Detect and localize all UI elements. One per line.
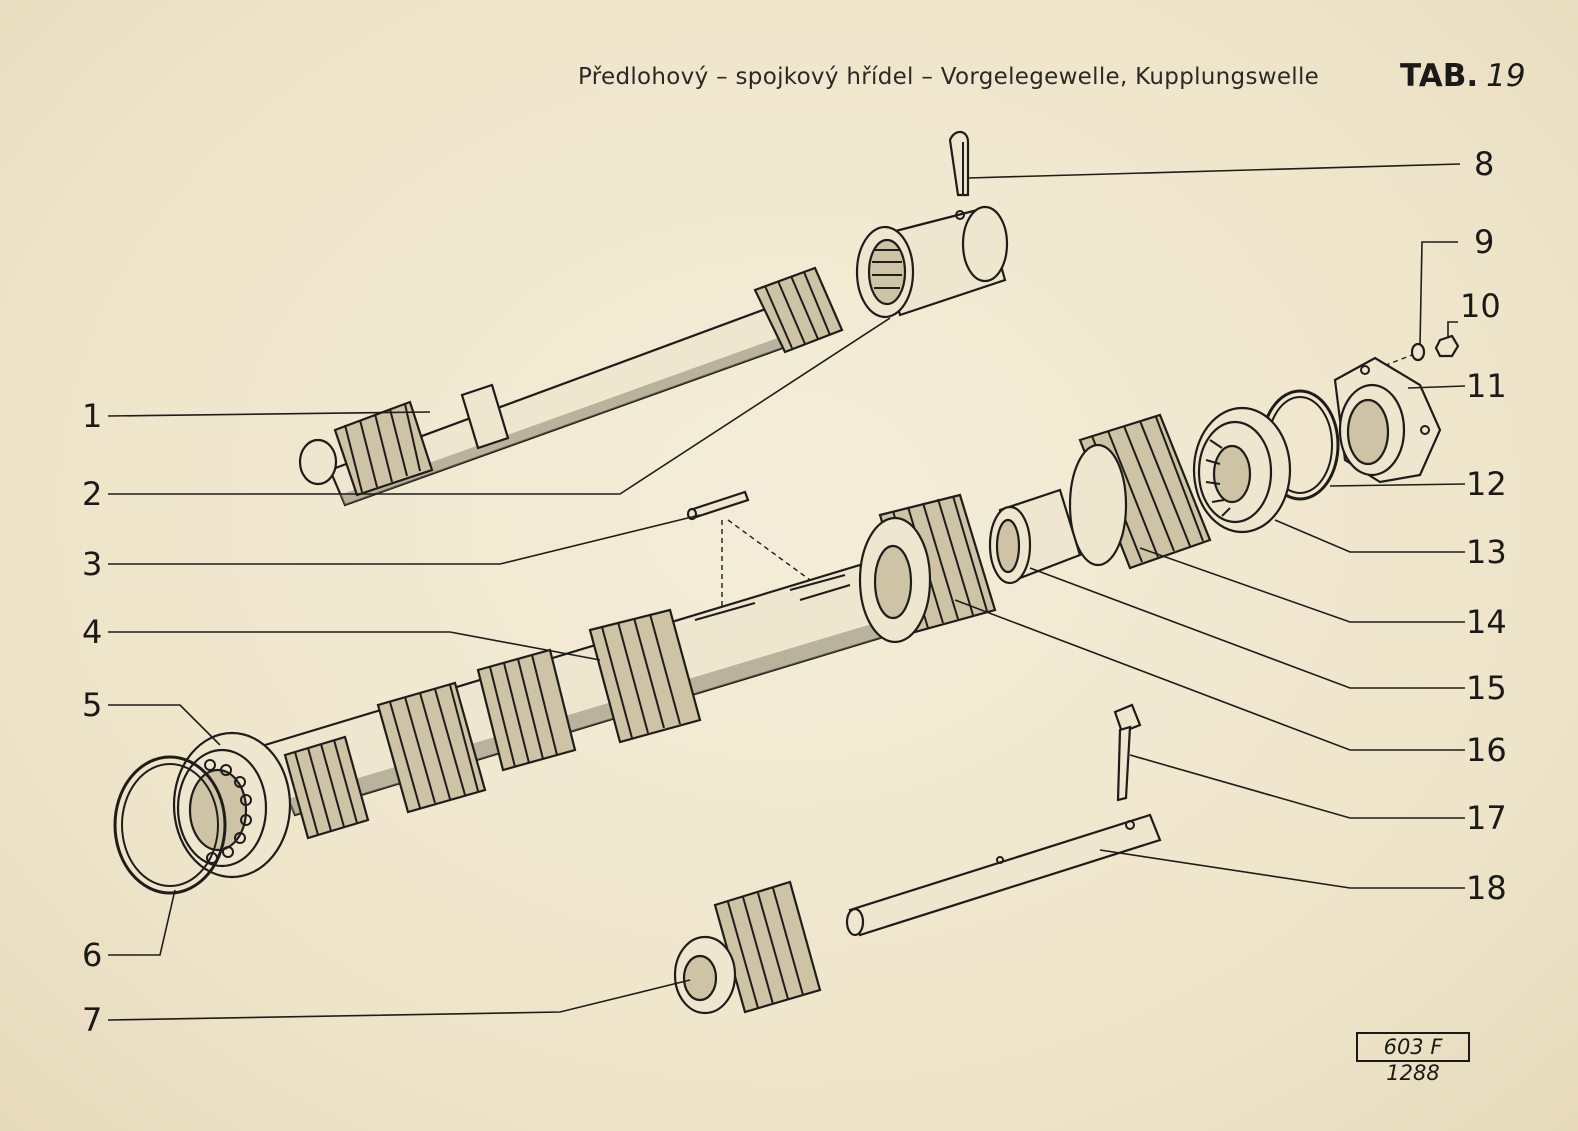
part-8-cotter-pin (948, 130, 970, 197)
leader-18 (1099, 849, 1465, 889)
leader-10 (1447, 321, 1458, 338)
callout-4: 4 (82, 613, 103, 651)
tab-number: 19 (1486, 58, 1526, 94)
page-title: Předlohový – spojkový hřídel – Vorgelege… (578, 64, 1320, 90)
leader-9 (1419, 241, 1458, 346)
leader-5 (108, 704, 221, 746)
callout-5: 5 (82, 686, 103, 724)
leader-15 (1029, 567, 1465, 689)
part-11-bearing-cover (1333, 356, 1442, 484)
leader-16 (954, 599, 1465, 751)
callout-8: 8 (1474, 145, 1495, 183)
drawing-reference-code: 603 F 1288 (1356, 1032, 1470, 1085)
part-1-clutch-shaft (298, 266, 844, 507)
callout-14: 14 (1466, 603, 1507, 641)
part-4-countershaft (263, 563, 892, 840)
leader-lines (107, 163, 1466, 1021)
callout-16: 16 (1466, 731, 1507, 769)
leader-1 (107, 411, 431, 417)
callout-17: 17 (1466, 799, 1507, 837)
callout-2: 2 (82, 475, 103, 513)
part-18-idler-shaft (845, 813, 1162, 937)
leader-6 (108, 889, 176, 956)
leader-17 (1129, 754, 1465, 819)
leader-14 (1139, 547, 1465, 623)
part-14-gear (1068, 413, 1212, 570)
callout-13: 13 (1466, 533, 1507, 571)
callout-6: 6 (82, 936, 103, 974)
leader-11 (1407, 385, 1466, 389)
part-10-nut (1434, 334, 1460, 358)
leader-8 (967, 163, 1461, 179)
callout-9: 9 (1474, 223, 1495, 261)
part-13-bearing (1192, 406, 1292, 534)
callout-12: 12 (1466, 465, 1507, 503)
part-9-washer (1410, 342, 1426, 362)
leader-3 (108, 514, 701, 565)
callout-10: 10 (1460, 287, 1501, 325)
leader-4 (108, 631, 601, 661)
callout-3: 3 (82, 545, 103, 583)
leader-13 (1274, 519, 1465, 553)
callout-1: 1 (82, 397, 103, 435)
part-3-key (686, 490, 750, 521)
callout-11: 11 (1466, 367, 1507, 405)
part-16-gear (858, 493, 997, 644)
leader-2 (108, 317, 891, 495)
part-15-spacer (988, 488, 1082, 585)
part-7-reverse-gear (673, 880, 822, 1015)
leader-12 (1329, 483, 1466, 487)
tab-prefix: TAB. (1400, 58, 1479, 94)
part-5-ball-bearing (172, 731, 292, 879)
part-6-snap-ring (113, 755, 227, 895)
callout-18: 18 (1466, 869, 1507, 907)
table-label: TAB.19 (1400, 58, 1526, 94)
leader-7 (107, 979, 691, 1021)
callout-15: 15 (1466, 669, 1507, 707)
part-2-sleeve (855, 205, 1009, 319)
part-17-screw (1113, 703, 1142, 802)
callout-7: 7 (82, 1001, 103, 1039)
